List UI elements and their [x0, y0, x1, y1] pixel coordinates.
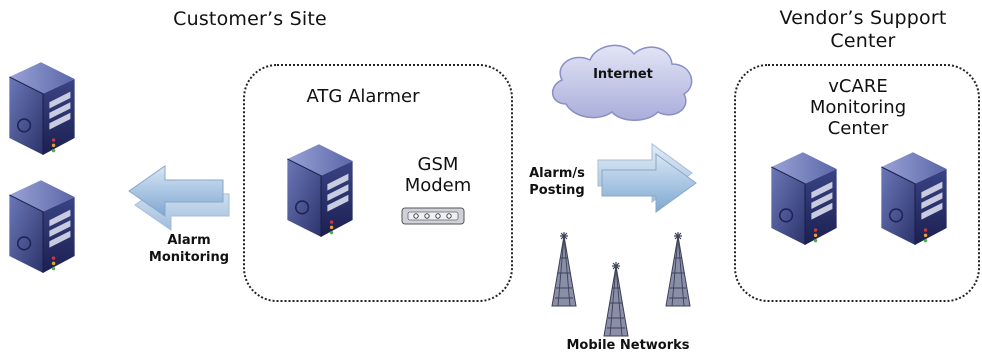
alarm-posting-label-line2: Posting: [529, 183, 585, 198]
alarm-monitoring-arrow-icon: [128, 165, 230, 231]
server-icon: [880, 151, 948, 246]
server-icon: [8, 61, 76, 156]
tower-icon: [551, 231, 577, 307]
atg-alarmer-title: ATG Alarmer: [306, 86, 420, 107]
modem-icon: [401, 207, 465, 225]
alarm-posting-arrow-icon: [597, 143, 697, 213]
gsm-modem-label: GSM Modem: [398, 154, 478, 196]
vcare-title-line1: vCARE: [828, 76, 888, 97]
customer-site-heading: Customer’s Site: [173, 8, 327, 30]
alarm-posting-label-line1: Alarm/s: [529, 166, 585, 181]
tower-icon: [603, 261, 629, 337]
vendor-support-heading-line2: Center: [830, 30, 896, 52]
mobile-networks-label: Mobile Networks: [566, 338, 690, 353]
vcare-monitoring-center-box: [734, 64, 980, 302]
gsm-modem-label-line2: Modem: [404, 175, 472, 196]
vcare-title-line3: Center: [827, 118, 889, 139]
atg-alarmer-box: [243, 64, 513, 302]
vcare-monitoring-center-title: vCARE Monitoring Center: [788, 76, 928, 139]
internet-label: Internet: [593, 67, 653, 82]
server-icon: [8, 179, 76, 274]
server-icon: [770, 151, 838, 246]
server-icon: [286, 143, 354, 238]
alarm-monitoring-label: Alarm Monitoring: [133, 232, 245, 266]
alarm-monitoring-label-line1: Alarm: [167, 233, 211, 248]
cloud-icon: [552, 44, 693, 121]
vendor-support-heading-line1: Vendor’s Support: [779, 7, 947, 29]
vcare-title-line2: Monitoring: [809, 97, 907, 118]
tower-icon: [665, 231, 691, 307]
alarm-monitoring-label-line2: Monitoring: [148, 250, 230, 265]
gsm-modem-label-line1: GSM: [417, 154, 459, 175]
vendor-support-heading: Vendor’s Support Center: [748, 7, 978, 53]
alarm-posting-label: Alarm/s Posting: [512, 165, 602, 199]
